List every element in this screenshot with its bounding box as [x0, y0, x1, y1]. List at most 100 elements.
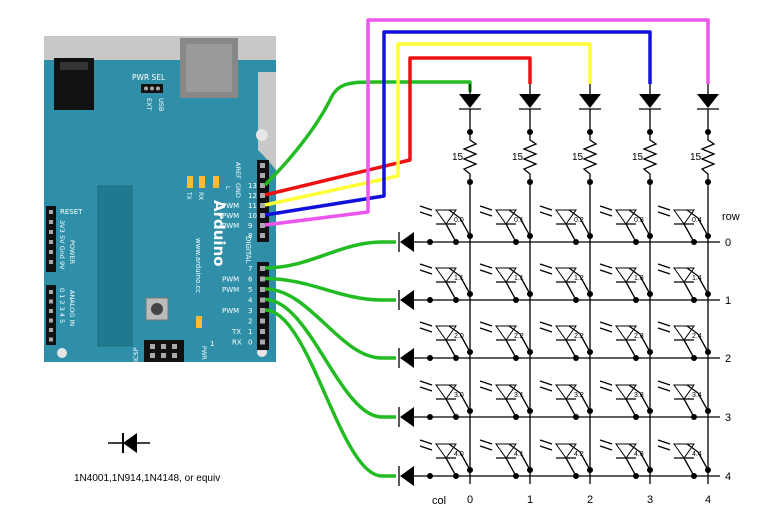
icsp-header: [144, 340, 184, 362]
led-lead: [445, 223, 457, 243]
led-lead: [628, 267, 641, 277]
icsp-pin: [161, 344, 166, 349]
led-lead: [565, 457, 577, 477]
power-header: [46, 206, 56, 272]
led-label: 1.1: [514, 275, 524, 282]
led-lead: [683, 398, 695, 418]
ext-label: EXT: [145, 98, 153, 110]
header-pin: [260, 193, 265, 198]
rx-pin-label: RX: [232, 339, 242, 347]
led-label: 1.1: [454, 275, 464, 282]
digital-pin-label: 3: [248, 307, 252, 315]
led-lead: [565, 398, 577, 418]
led-lead: [683, 457, 695, 477]
led-label: 1.4: [692, 275, 702, 282]
led-lead: [448, 384, 461, 394]
led-arrow: [419, 269, 433, 275]
junction-dot: [705, 467, 711, 473]
wire-row-2: [264, 287, 396, 360]
junction-dot: [427, 239, 433, 245]
led-lead: [519, 217, 531, 237]
led-lead: [508, 443, 521, 453]
led-arrow: [539, 380, 553, 386]
led-lead: [508, 209, 521, 219]
col-label: 0: [467, 494, 473, 506]
resistor-icon: [522, 132, 538, 182]
digital-pin-label: 1: [248, 328, 252, 336]
legend-diode-icon: [123, 433, 137, 453]
led-icon: [673, 267, 695, 283]
led-arrow: [657, 211, 671, 217]
led-lead: [445, 398, 457, 418]
wire-row-1: [264, 276, 396, 302]
led-icon: [495, 325, 517, 341]
led-arrow: [657, 321, 671, 327]
column-diode-icon: [639, 94, 661, 108]
header-pin: [49, 230, 53, 234]
led-lead: [697, 217, 709, 237]
col-label: 4: [705, 494, 711, 506]
led-label: 0.1: [514, 217, 524, 224]
junction-dot: [453, 239, 459, 245]
led-arrow: [479, 205, 493, 211]
led-icon: [555, 209, 577, 225]
led-lead: [568, 443, 581, 453]
analog-pins-label: 0 1 2 3 4 5: [58, 288, 66, 323]
led-lead: [508, 325, 521, 335]
junction-dot: [647, 233, 653, 239]
diode-legend: 1N4001,1N914,1N4148, or equiv: [74, 433, 220, 484]
diode-legend-label: 1N4001,1N914,1N4148, or equiv: [74, 473, 220, 484]
microcontroller-chip: [97, 185, 133, 347]
wire-row-0: [264, 240, 396, 270]
power-pins-label: 5V Gnd 9V: [58, 235, 66, 270]
resistor-icon: [642, 132, 658, 182]
col-title: col: [432, 495, 446, 507]
resistor-icon: [582, 132, 598, 182]
led-lead: [579, 392, 591, 412]
usb-label: USB: [157, 98, 165, 111]
wires: [263, 18, 710, 478]
led-label: 4.3: [634, 451, 644, 458]
wire-row-3: [264, 297, 396, 419]
reset-label: RESET: [60, 208, 83, 216]
led-lead: [579, 275, 591, 295]
led-lead: [519, 451, 531, 471]
led-arrow: [479, 211, 493, 217]
digital-pin-label: 2: [248, 318, 252, 326]
led-arrow: [539, 211, 553, 217]
led-lead: [686, 267, 699, 277]
col-label: 1: [527, 494, 533, 506]
row-diode-icon: [400, 348, 414, 368]
header-pin: [260, 339, 265, 345]
column-diode-icon: [579, 94, 601, 108]
led-lead: [686, 325, 699, 335]
icsp-pin: [172, 353, 177, 358]
led-icon: [615, 209, 637, 225]
led-arrow: [419, 321, 433, 327]
led-lead: [505, 281, 517, 301]
resistor-value: 15: [632, 152, 644, 163]
icsp-pin: [150, 344, 155, 349]
digital-label: DIGITAL: [244, 236, 252, 263]
led-arrow: [539, 386, 553, 392]
led-arrow: [657, 327, 671, 333]
led-icon: [495, 443, 517, 459]
analog-header: [46, 285, 56, 345]
header-pin: [260, 276, 265, 282]
pwm-label: PWM: [222, 222, 239, 230]
digital-pin-label: 10: [248, 212, 257, 220]
led-lead: [568, 384, 581, 394]
led-lead: [625, 223, 637, 243]
junction-dot: [453, 355, 459, 361]
led-lead: [639, 392, 651, 412]
led-lead: [508, 384, 521, 394]
header-pin: [260, 308, 265, 313]
led-icon: [673, 209, 695, 225]
junction-dot: [573, 297, 579, 303]
led-label: 4.1: [514, 451, 524, 458]
led-lead: [519, 333, 531, 353]
led-arrow: [479, 327, 493, 333]
led-label: 0.3: [634, 217, 644, 224]
row-label: 2: [725, 353, 731, 365]
led-arrow: [539, 263, 553, 269]
